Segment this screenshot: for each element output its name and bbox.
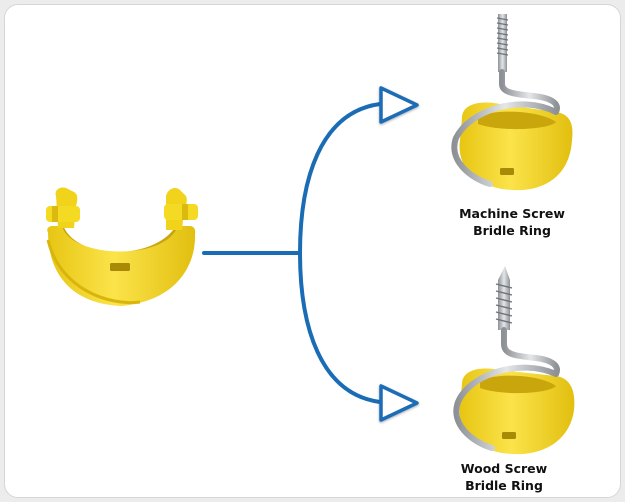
- wood-screw-label-line2: Bridle Ring: [465, 478, 543, 493]
- machine-screw-bridle-ring-label: Machine Screw Bridle Ring: [427, 205, 597, 239]
- wood-screw-label-line1: Wood Screw: [460, 461, 548, 476]
- machine-screw-bridle-ring-icon: [451, 14, 573, 191]
- wood-screw-bridle-ring-label: Wood Screw Bridle Ring: [419, 460, 589, 494]
- yellow-clip-icon: [46, 187, 198, 306]
- machine-screw-label-line1: Machine Screw: [459, 206, 565, 221]
- machine-screw-label-line2: Bridle Ring: [473, 223, 551, 238]
- wood-screw-bridle-ring-icon: [453, 266, 575, 455]
- arrowhead-top-icon: [379, 86, 419, 124]
- connector-lines: [202, 102, 382, 404]
- arrowhead-bottom-icon: [379, 384, 419, 422]
